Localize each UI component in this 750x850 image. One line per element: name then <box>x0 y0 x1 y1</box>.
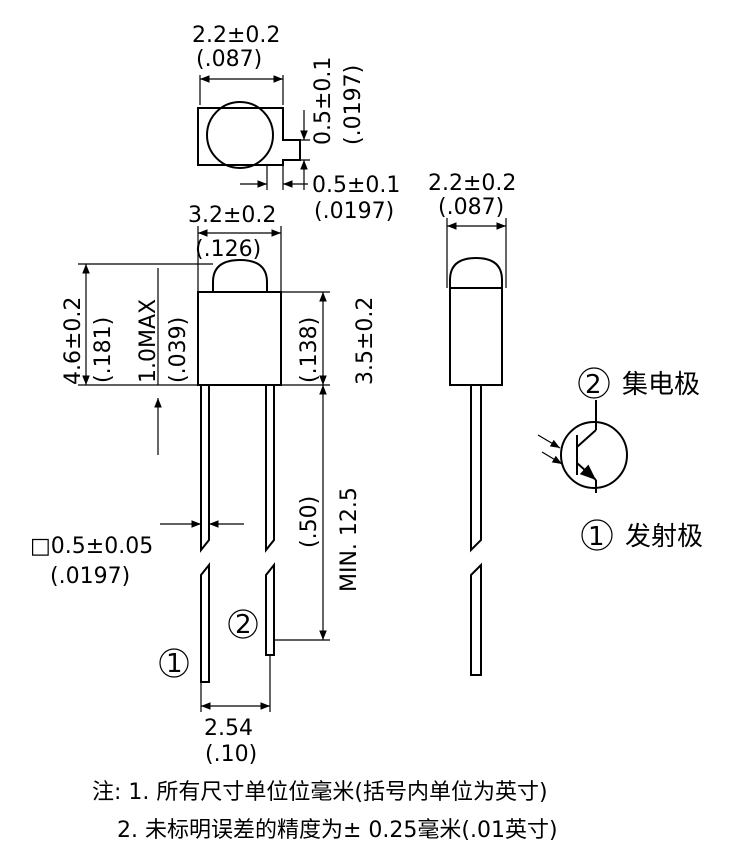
transistor-emitter-line <box>576 462 597 481</box>
body-height-dim-inch: (.138) <box>297 317 322 383</box>
side-body <box>449 287 503 386</box>
emitter-pin-circle <box>581 519 613 551</box>
top-width-dim-inch: (.087) <box>196 47 262 72</box>
light-arrow-2 <box>541 451 563 465</box>
lead-size-dim: □0.5±0.05 <box>30 534 153 559</box>
flange-dim-inch: (.039) <box>166 317 191 383</box>
collector-label: 集电极 <box>622 370 700 400</box>
top-width-dim: 2.2±0.2 <box>192 23 280 48</box>
led-body <box>197 291 282 386</box>
side-view: 2.2±0.2 (.087) <box>428 171 516 676</box>
emitter-label: 发射极 <box>625 522 703 552</box>
transistor-collector-line <box>576 429 597 448</box>
pitch-dim: 2.54 <box>204 716 253 741</box>
note-line-1: 注: 1. 所有尺寸单位位毫米(括号内单位为英寸) <box>92 780 548 805</box>
pin-2-number: 2 <box>235 610 252 640</box>
side-width-dim: 2.2±0.2 <box>428 171 516 196</box>
pin-1-number: 1 <box>166 649 183 679</box>
top-height-dim: 0.5±0.1 <box>311 57 336 145</box>
pitch-dim-inch: (.10) <box>205 742 257 767</box>
transistor-circle <box>560 421 628 489</box>
note-line-2: 2. 未标明误差的精度为± 0.25毫米(.01英寸) <box>117 818 558 843</box>
light-arrow-1 <box>537 434 561 449</box>
top-flat-dim: 0.5±0.1 <box>312 173 400 198</box>
pin-2-circle <box>228 609 258 639</box>
collector-pin-circle <box>578 367 610 399</box>
lead-2-lower <box>265 562 275 656</box>
side-lead-upper <box>470 385 482 553</box>
side-width-dim-inch: (.087) <box>438 195 504 220</box>
side-lens-dome <box>449 256 503 288</box>
lead-1-upper <box>200 385 210 553</box>
body-width-dim-inch: (.126) <box>195 237 261 262</box>
collector-pin-number: 2 <box>585 370 602 400</box>
lead-2-upper <box>265 385 275 553</box>
lead-length-dim-inch: (.50) <box>297 496 322 548</box>
top-flat-dim-inch: (.0197) <box>314 199 394 224</box>
top-height-dim-inch: (.0197) <box>341 65 366 145</box>
lens-dome <box>212 258 268 292</box>
lead-length-dim: MIN. 12.5 <box>337 487 362 592</box>
total-height-dim: 4.6±0.2 <box>61 297 86 385</box>
lead-1-lower <box>200 562 210 683</box>
top-lens-circle <box>206 101 274 169</box>
side-lead-lower <box>470 562 482 676</box>
flange-dim: 1.0MAX <box>136 299 161 383</box>
top-view: 2.2±0.2 (.087) 0.5±0.1 (.0197) 0.5±0.1 (… <box>192 23 400 224</box>
pin-1-circle <box>159 648 189 678</box>
emitter-pin-number: 1 <box>588 522 605 552</box>
total-height-dim-inch: (.181) <box>91 317 116 383</box>
body-width-dim: 3.2±0.2 <box>188 203 276 228</box>
phototransistor-symbol: 2 集电极 1 发射极 <box>537 367 703 552</box>
body-height-dim: 3.5±0.2 <box>353 297 378 385</box>
front-view: 3.2±0.2 (.126) 4.6±0.2 (.181) 1.0MAX (.0… <box>30 203 378 767</box>
lead-size-dim-inch: (.0197) <box>50 564 130 589</box>
